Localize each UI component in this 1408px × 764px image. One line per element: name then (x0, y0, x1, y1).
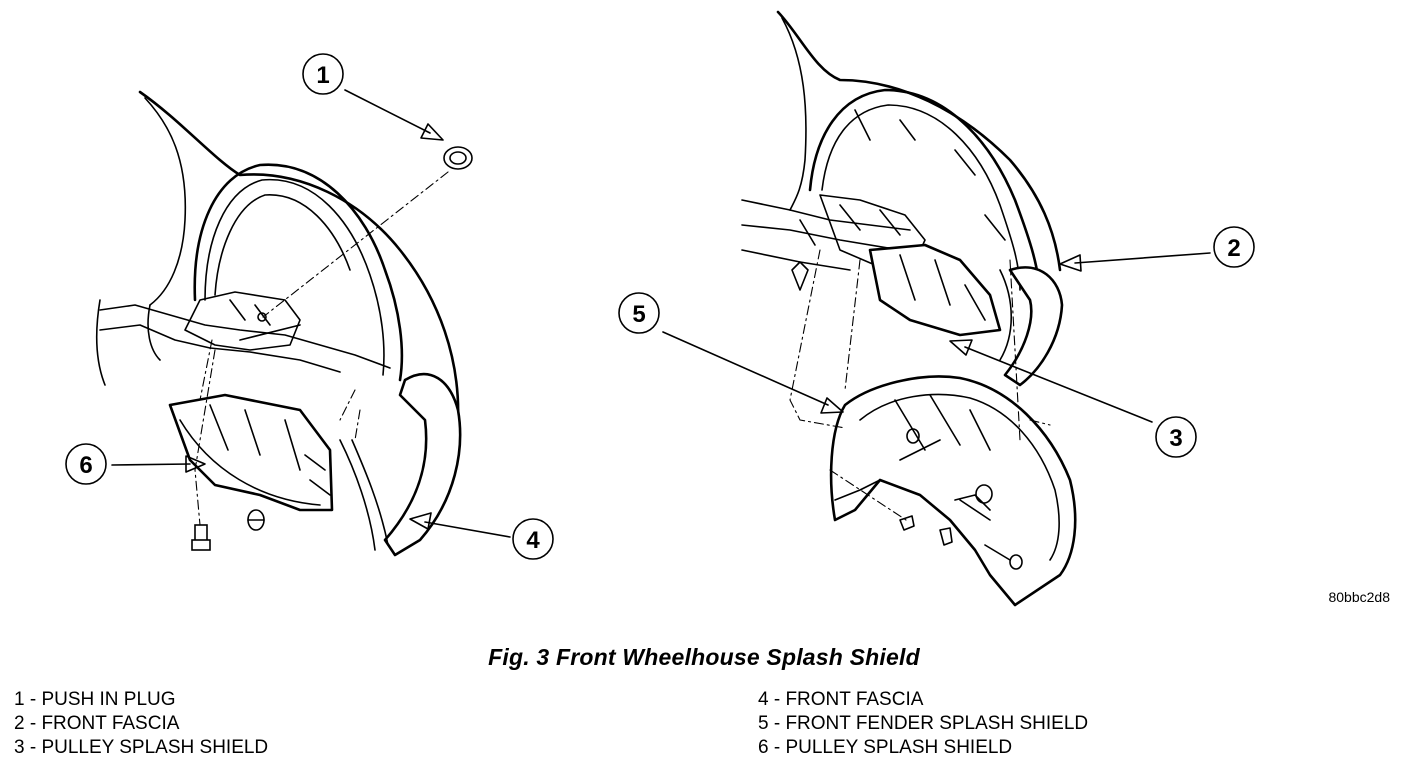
right-front-fascia (1003, 266, 1064, 387)
right-wheel-arch (808, 88, 1042, 302)
callout-4-label: 4 (526, 527, 540, 554)
right-guide-lines (789, 249, 1051, 521)
left-bolt (191, 524, 211, 551)
figure-caption: Fig. 3 Front Wheelhouse Splash Shield (488, 644, 920, 670)
left-plug-hole (257, 312, 267, 322)
left-arch-lip (214, 194, 351, 296)
right-pulley-splash-shield (868, 243, 1002, 337)
callout-6: 6 (65, 443, 206, 485)
left-front-fascia (383, 372, 462, 557)
legend-item: 2 - FRONT FASCIA (14, 713, 180, 734)
right-bracket-detail (799, 204, 901, 246)
callout-5: 5 (618, 292, 844, 414)
callout-3: 3 (949, 339, 1197, 458)
left-wheel-arch (193, 163, 404, 382)
right-assembly-view (741, 10, 1077, 607)
left-bracket (184, 291, 301, 351)
front-fender-splash-shield (829, 375, 1077, 607)
image-reference-id: 80bbc2d8 (1328, 589, 1390, 605)
left-guide-lines (194, 171, 449, 526)
callout-6-label: 6 (79, 452, 92, 479)
right-fastener-1 (906, 428, 920, 444)
right-fender-outline (776, 10, 1062, 272)
left-assembly-view (95, 90, 473, 557)
legend-item: 6 - PULLEY SPLASH SHIELD (758, 737, 1013, 758)
legend-item: 4 - FRONT FASCIA (758, 689, 924, 710)
left-wheel-arch-inner (204, 178, 385, 376)
right-small-tab (791, 261, 809, 291)
exploded-view-illustration: 1 2 3 4 5 6 (65, 10, 1255, 607)
callout-5-label: 5 (632, 301, 645, 328)
right-wheel-arch-inner (821, 104, 1021, 291)
left-fascia-lower-lip (339, 439, 389, 551)
left-shield-ribs (209, 404, 331, 496)
left-bracket-detail (229, 299, 301, 341)
fender-shield-inner-contour (859, 393, 1060, 561)
fender-shield-flange (834, 479, 991, 511)
legend-item: 5 - FRONT FENDER SPLASH SHIELD (758, 713, 1089, 734)
right-loose-clip-1 (899, 515, 915, 531)
left-push-clip (247, 509, 265, 531)
left-frame-rail-lower (99, 324, 341, 373)
legend-left-column: 1 - PUSH IN PLUG 2 - FRONT FASCIA 3 - PU… (14, 688, 268, 760)
left-pulley-splash-shield (168, 393, 334, 512)
right-fender-inner-edge (781, 17, 807, 211)
push-in-plug-part (443, 146, 473, 170)
right-arch-detail (854, 109, 1006, 241)
left-frame-rails (99, 304, 391, 369)
fender-shield-ribs (894, 394, 1011, 561)
callout-1-label: 1 (316, 62, 329, 89)
left-fender-inner-edge (144, 97, 187, 306)
legend-right-column: 4 - FRONT FASCIA 5 - FRONT FENDER SPLASH… (758, 688, 1088, 760)
left-body-edge (95, 299, 161, 386)
right-fastener-3 (1009, 554, 1023, 570)
callout-2: 2 (1059, 226, 1255, 272)
callout-4: 4 (409, 512, 554, 560)
right-fascia-edge (999, 269, 1013, 361)
right-pulley-shield-ribs (899, 254, 986, 321)
legend-item: 1 - PUSH IN PLUG (14, 689, 176, 710)
callout-3-label: 3 (1169, 425, 1182, 452)
right-fastener-2 (975, 484, 993, 504)
legend-item: 3 - PULLEY SPLASH SHIELD (14, 737, 269, 758)
callout-1: 1 (302, 53, 444, 141)
right-loose-clip-2 (939, 527, 953, 546)
callout-2-label: 2 (1227, 235, 1240, 262)
left-shield-edge (179, 419, 321, 506)
